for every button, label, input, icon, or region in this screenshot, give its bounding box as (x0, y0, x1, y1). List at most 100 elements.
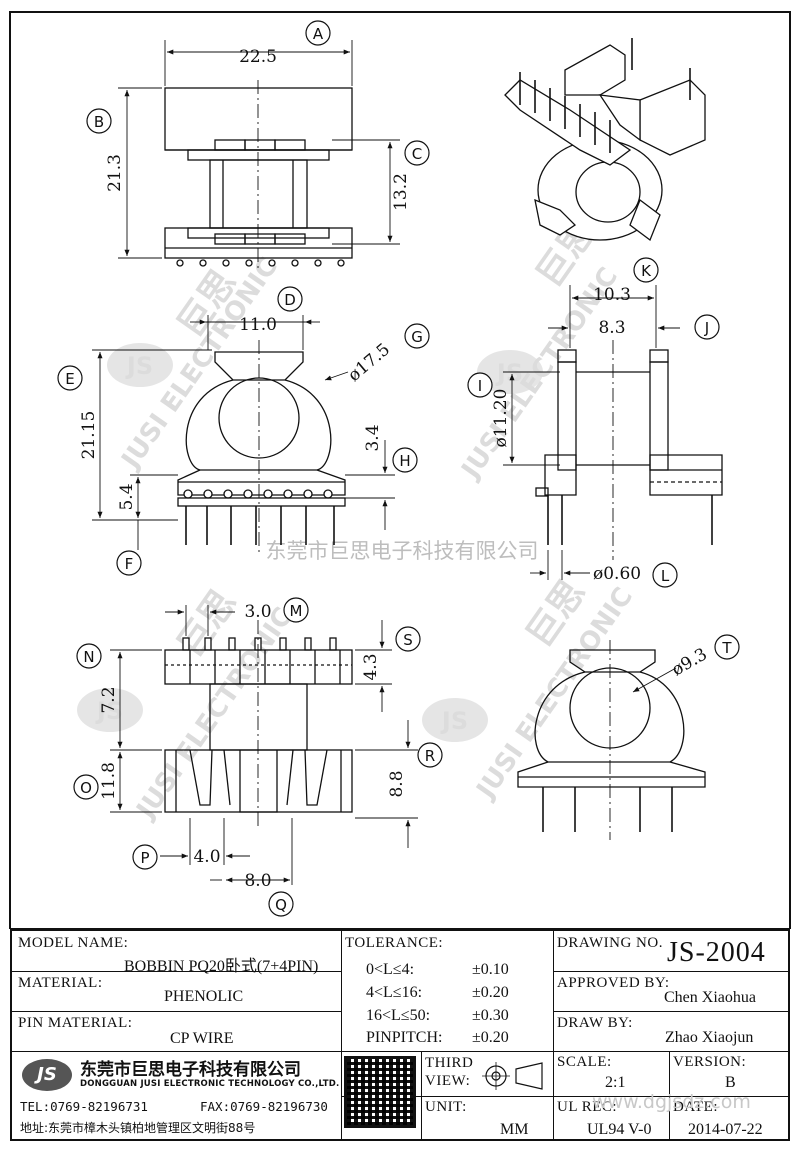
tolerance-range: 0<L≤4: (366, 961, 415, 978)
website-watermark: www.dgjsdz.com (592, 1091, 751, 1113)
callout-q: Q (268, 891, 294, 917)
callout-o: O (73, 774, 99, 800)
dim-q-value: 8.0 (244, 871, 271, 891)
callout-h: H (392, 447, 418, 473)
callout-k: K (633, 257, 659, 283)
ul-rec-label: UL REC: (557, 1099, 618, 1115)
svg-text:JS: JS (125, 352, 153, 380)
scale-value: 2:1 (605, 1074, 626, 1091)
dim-f-value: 5.4 (117, 483, 137, 510)
pin-material-label: PIN MATERIAL: (18, 1015, 133, 1031)
drawing-no-label: DRAWING NO. (557, 935, 663, 951)
dim-a-value: 22.5 (239, 47, 277, 67)
callout-e: E (57, 365, 83, 391)
unit-label: UNIT: (425, 1099, 467, 1115)
dim-r-value: 8.8 (387, 770, 407, 797)
dim-g-value: ø17.5 (344, 340, 394, 386)
svg-text:I: I (478, 377, 482, 395)
dim-t-value: ø9.3 (669, 644, 711, 680)
svg-text:M: M (290, 602, 303, 620)
tolerance-value: ±0.20 (472, 1029, 509, 1046)
model-name-label: MODEL NAME: (18, 935, 129, 951)
company-tel: TEL:0769-82196731 (20, 1099, 148, 1114)
company-name-cn: 东莞市巨思电子科技有限公司 (80, 1060, 301, 1080)
company-address: 地址:东莞市樟木头镇柏地管理区文明街88号 (20, 1121, 256, 1135)
version-label: VERSION: (673, 1054, 747, 1070)
callout-n: N (76, 643, 102, 669)
dim-i-value: ø11.20 (491, 389, 511, 448)
front-view (92, 315, 395, 555)
svg-text:F: F (125, 555, 134, 573)
company-logo-text: JS (37, 1064, 57, 1085)
callout-a: A (305, 20, 331, 46)
svg-text:L: L (661, 567, 670, 585)
dim-p-value: 4.0 (193, 847, 220, 867)
dim-n-value: 7.2 (99, 686, 119, 713)
tolerance-range: 16<L≤50: (366, 1007, 431, 1024)
svg-text:T: T (721, 639, 732, 657)
svg-text:H: H (399, 452, 410, 470)
bottom-view (110, 605, 418, 885)
qr-code (344, 1056, 416, 1128)
pin-material-value: CP WIRE (170, 1030, 234, 1047)
dim-e-value: 21.15 (79, 411, 99, 460)
callout-i: I (467, 372, 493, 398)
tolerance-range: 4<L≤16: (366, 984, 423, 1001)
ul-rec-value: UL94 V-0 (587, 1121, 652, 1138)
company-fax: FAX:0769-82196730 (200, 1099, 328, 1114)
dim-d-value: 11.0 (239, 315, 277, 335)
dim-s-value: 4.3 (361, 653, 381, 680)
dim-k-value: 10.3 (593, 285, 631, 305)
callout-p: P (132, 844, 158, 870)
svg-text:D: D (284, 291, 296, 309)
sheet-border (9, 11, 791, 929)
dim-m-value: 3.0 (244, 602, 271, 622)
dim-j-value: 8.3 (598, 318, 625, 338)
callout-b: B (86, 108, 112, 134)
callout-m: M (283, 597, 309, 623)
version-value: B (725, 1074, 736, 1091)
svg-text:R: R (425, 747, 435, 765)
dim-o-value: 11.8 (99, 762, 119, 800)
svg-text:G: G (411, 328, 423, 346)
date-label: DATE: (673, 1099, 718, 1115)
draw-by-label: DRAW BY: (557, 1015, 633, 1031)
tolerance-value: ±0.10 (472, 961, 509, 978)
svg-text:JS: JS (495, 359, 523, 387)
svg-text:J: J (704, 319, 709, 337)
svg-text:Q: Q (275, 896, 287, 914)
callout-s: S (395, 626, 421, 652)
scale-label: SCALE: (557, 1054, 612, 1070)
tolerance-range: PINPITCH: (366, 1029, 443, 1046)
material-label: MATERIAL: (18, 975, 103, 991)
svg-text:A: A (313, 25, 324, 43)
dim-b-value: 21.3 (105, 154, 125, 192)
svg-text:K: K (641, 262, 652, 280)
callout-f: F (116, 550, 142, 576)
watermark-logo: JS (77, 688, 143, 732)
dim-h-value: 3.4 (363, 424, 383, 451)
unit-value: MM (500, 1121, 529, 1138)
title-block: MODEL NAME: BOBBIN PQ20卧式(7+4PIN) MATERI… (10, 929, 790, 1141)
rear-view (517, 640, 706, 840)
company-logo (22, 1059, 72, 1091)
top-view (118, 40, 400, 272)
svg-text:N: N (83, 648, 94, 666)
svg-text:C: C (412, 145, 422, 163)
isometric-view (504, 38, 706, 242)
watermark-group: JS JS JS JS 巨思 巨思 巨思 巨思 JUSI ELECTRONIC … (77, 213, 639, 826)
dim-l-value: ø0.60 (593, 564, 641, 584)
watermark-brand-cn: 巨思 (170, 583, 245, 666)
material-value: PHENOLIC (164, 988, 244, 1005)
callout-j: J (694, 314, 720, 340)
projection-symbol-icon (482, 1062, 543, 1090)
callout-l: L (652, 562, 678, 588)
callout-c: C (404, 140, 430, 166)
svg-text:P: P (140, 849, 149, 867)
watermark-logo: JS (422, 698, 488, 742)
tolerance-value: ±0.30 (472, 1007, 509, 1024)
approved-by-label: APPROVED BY: (557, 975, 670, 991)
svg-text:B: B (94, 113, 104, 131)
